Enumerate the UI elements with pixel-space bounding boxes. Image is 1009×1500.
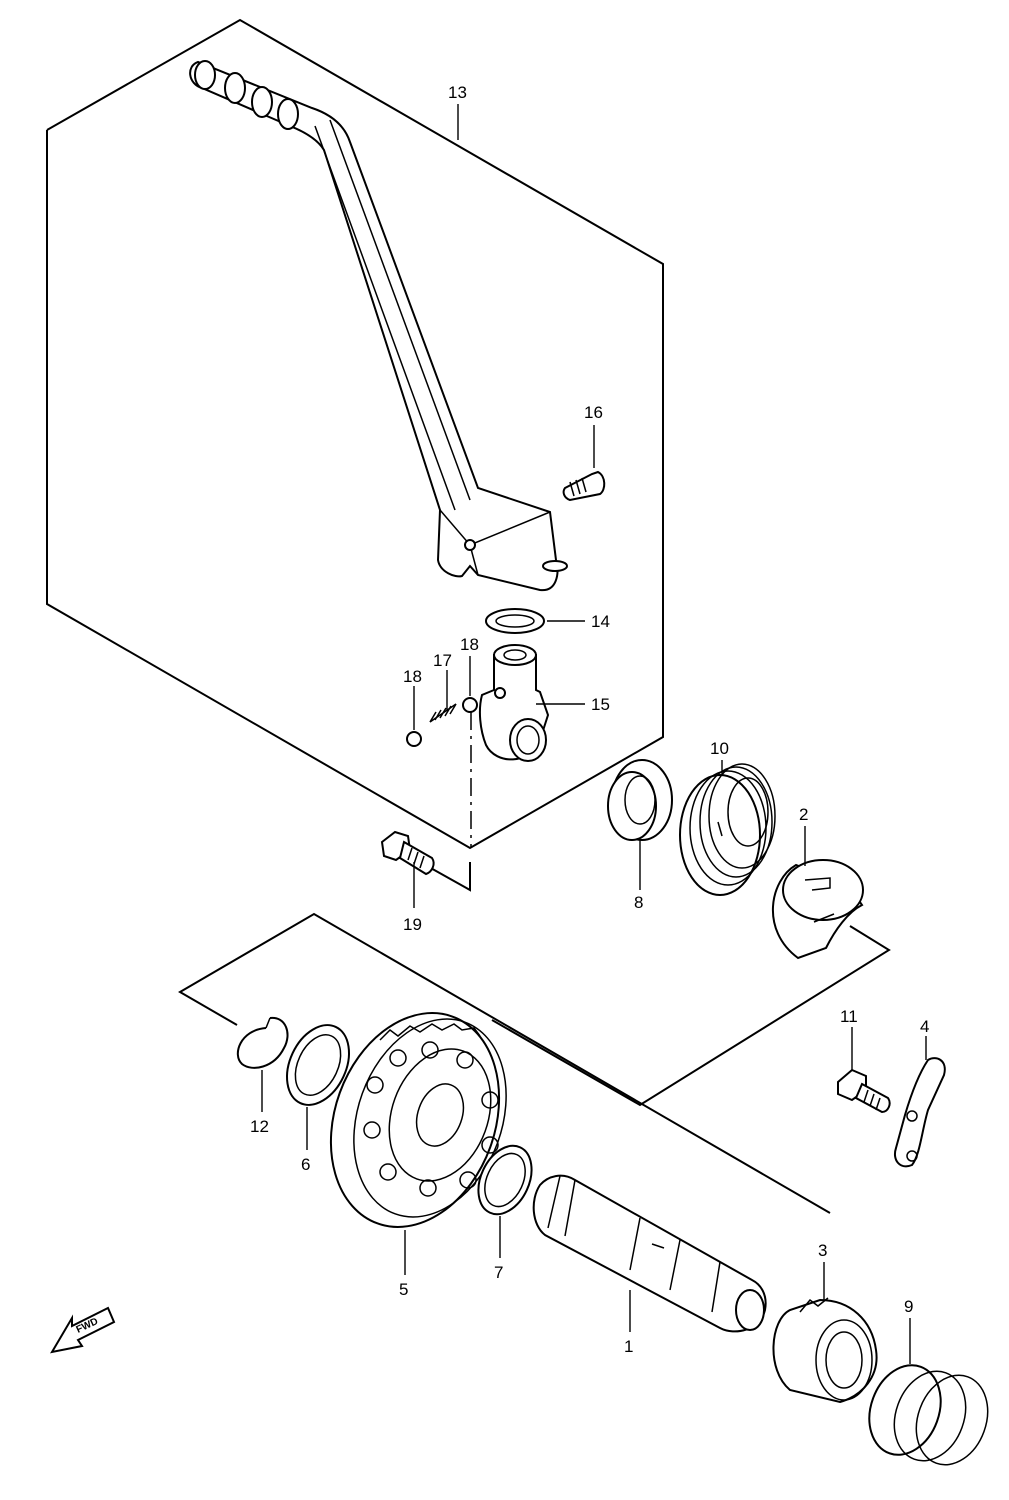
part-callouts: 13 16 14 15 18 17 18 19 10 2 8 11 4 12 6… [250,83,929,1356]
callout-4: 4 [920,1017,929,1036]
callout-7: 7 [494,1263,503,1282]
callout-11: 11 [840,1007,858,1026]
callout-16: 16 [584,403,603,422]
spring-guide-2 [772,859,864,960]
upper-assembly-frame [46,18,664,850]
ratchet-spring-9 [868,1364,989,1466]
bolt-19 [380,830,435,876]
callout-10: 10 [710,739,729,758]
kick-shaft-1 [532,1174,767,1333]
callout-18-right: 18 [460,635,479,654]
callout-8: 8 [634,893,643,912]
boss-15 [478,644,550,762]
callout-9: 9 [904,1297,913,1316]
ball-18-left [406,731,422,747]
kick-lever [189,60,568,592]
bolt-11 [837,1068,891,1114]
callout-19: 19 [403,915,422,934]
stopper-plate-4 [894,1057,946,1168]
ratchet-3 [772,1297,878,1404]
callout-5: 5 [399,1280,408,1299]
circlip-12 [237,1016,289,1069]
kick-spring-10 [679,763,776,896]
washer-14 [485,608,545,634]
lower-assembly-frame-right [491,925,891,1107]
washer-7 [477,1144,533,1216]
callout-2: 2 [799,805,808,824]
forward-direction-badge: FWD [50,1306,116,1354]
callout-12: 12 [250,1117,269,1136]
bolt-16 [562,470,606,502]
callout-3: 3 [818,1241,827,1260]
callout-17: 17 [433,651,452,670]
oil-seal-8 [607,759,673,841]
leader-lines [261,104,927,1364]
washer-6 [286,1024,350,1106]
kick-drive-gear-5 [329,1012,507,1228]
callout-6: 6 [301,1155,310,1174]
lower-assembly-frame-edges [178,912,831,1214]
callout-1: 1 [624,1337,633,1356]
spring-17 [429,703,457,723]
callout-13: 13 [448,83,467,102]
callout-14: 14 [591,612,610,631]
callout-15: 15 [591,695,610,714]
ball-18-right [462,697,478,713]
callout-18-left: 18 [403,667,422,686]
